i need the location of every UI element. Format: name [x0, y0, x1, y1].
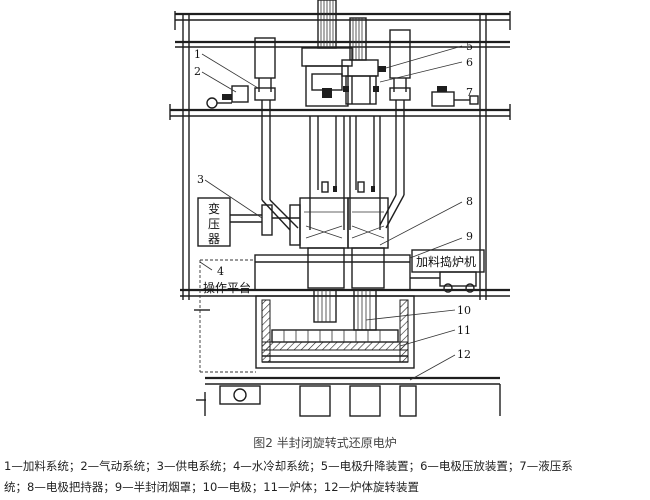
callout-3: 3: [197, 173, 204, 186]
callout-10: 10: [457, 304, 471, 317]
figure-legend: 1—加料系统；2—气动系统；3—供电系统；4—水冷却系统；5—电极升降装置；6—…: [4, 456, 646, 498]
callout-4: 4: [217, 265, 224, 278]
transformer-label-1: 变: [208, 201, 220, 216]
building-frame: [169, 11, 511, 300]
callouts: 1 2 3 4 5 6 7 8 9 10 11 12: [194, 40, 473, 381]
callout-5: 5: [466, 40, 473, 53]
platform-label: 操作平台: [203, 280, 251, 295]
callout-2: 2: [194, 65, 201, 78]
furnace-body: [255, 295, 415, 369]
callout-11: 11: [457, 324, 471, 337]
transformer-label-3: 器: [208, 232, 220, 246]
furnace-diagram: 变 压 器: [169, 0, 511, 417]
callout-9: 9: [466, 230, 473, 243]
cooling-lines: [194, 259, 256, 373]
callout-12: 12: [457, 348, 471, 361]
callout-7: 7: [466, 86, 473, 99]
callout-1: 1: [194, 48, 201, 61]
transformer: 变 压 器: [197, 197, 301, 247]
electrode-columns: [301, 0, 386, 230]
transformer-label-2: 压: [208, 217, 220, 231]
charging-machine: 加料捣炉机: [410, 249, 485, 293]
figure-caption: 图2 半封闭旋转式还原电炉: [253, 436, 397, 450]
legend-line-1: 1—加料系统；2—气动系统；3—供电系统；4—水冷却系统；5—电极升降装置；6—…: [4, 459, 573, 473]
rotation-base: [196, 376, 501, 417]
legend-line-2: 统；8—电极把持器；9—半封闭烟罩；10—电极；11—炉体；12—炉体旋转装置: [4, 480, 420, 494]
charger-label: 加料捣炉机: [416, 254, 476, 269]
callout-8: 8: [466, 195, 473, 208]
electrode-holders: [254, 197, 411, 291]
callout-6: 6: [466, 56, 473, 69]
